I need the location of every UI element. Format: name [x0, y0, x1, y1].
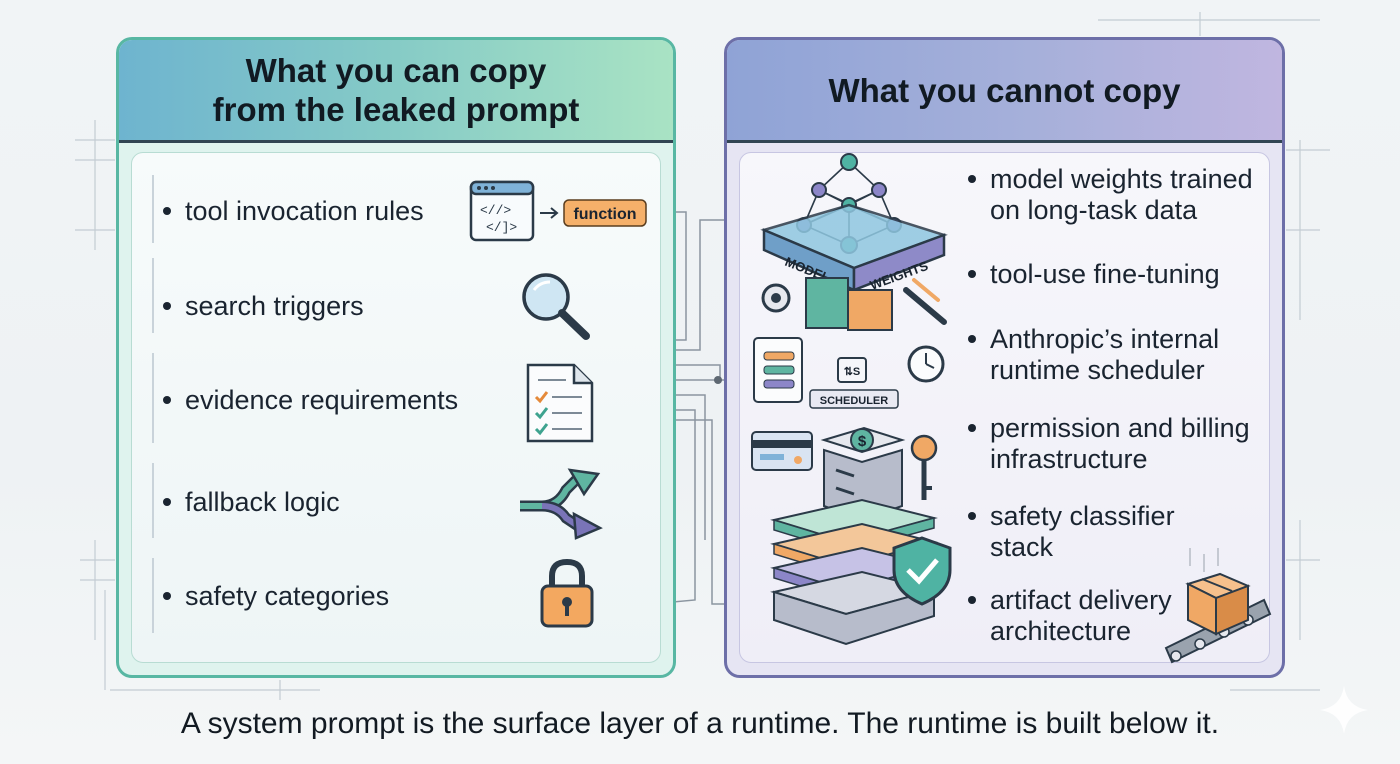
scheduler-label: SCHEDULER	[820, 395, 889, 407]
conveyor-box-icon	[1164, 548, 1272, 664]
code-window-function-icon: <//> </]> function	[469, 180, 647, 242]
can-copy-panel: What you can copy from the leaked prompt	[116, 37, 676, 678]
item-line: infrastructure	[990, 444, 1148, 474]
runtime-stack-illustration: MODEL WEIGHTS ⇅S SCHEDULER $	[751, 153, 952, 646]
code-glyph: <//>	[480, 203, 511, 218]
item-label: fallback logic	[185, 487, 340, 517]
bullet	[163, 207, 171, 215]
item-line: stack	[990, 532, 1054, 562]
bullet	[163, 302, 171, 310]
list-divider	[152, 175, 154, 243]
bullet	[968, 335, 976, 343]
bullet	[968, 270, 976, 278]
checklist-document-icon	[526, 363, 594, 443]
bullet	[968, 175, 976, 183]
list-divider	[152, 258, 154, 333]
list-item: fallback logic	[163, 487, 340, 518]
caption: A system prompt is the surface layer of …	[180, 707, 1220, 740]
item-line: artifact delivery	[990, 585, 1172, 615]
item-label: search triggers	[185, 291, 364, 321]
list-item: evidence requirements	[163, 385, 458, 416]
item-line: on long-task data	[990, 195, 1198, 225]
magnifier-icon	[522, 273, 590, 340]
item-line: permission and billing	[990, 413, 1250, 443]
can-copy-header: What you can copy from the leaked prompt	[119, 40, 673, 143]
branching-arrows-icon	[520, 468, 603, 540]
item-line: safety classifier	[990, 501, 1175, 531]
cannot-copy-header: What you cannot copy	[727, 40, 1282, 143]
sparkle-icon	[1320, 686, 1368, 734]
item-line: architecture	[990, 616, 1132, 646]
list-item: tool-use fine-tuning	[968, 259, 1220, 290]
cannot-copy-panel: What you cannot copy	[724, 37, 1285, 678]
can-copy-title-line1: What you can copy	[245, 52, 547, 89]
list-item: safety categories	[163, 581, 389, 612]
can-copy-title: What you can copy from the leaked prompt	[213, 51, 580, 129]
list-item: search triggers	[163, 291, 364, 322]
bullet	[968, 424, 976, 432]
dollar-sign: $	[858, 433, 867, 450]
item-label: tool-use fine-tuning	[990, 259, 1220, 290]
bullet	[968, 596, 976, 604]
item-label: tool invocation rules	[185, 196, 424, 226]
item-line: Anthropic’s internal	[990, 324, 1220, 354]
item-label: evidence requirements	[185, 385, 459, 415]
list-divider	[152, 558, 154, 633]
list-divider	[152, 463, 154, 538]
item-line: model weights trained	[990, 164, 1253, 194]
scheduler-glyph: ⇅S	[844, 366, 861, 378]
item-line: runtime scheduler	[990, 355, 1205, 385]
bullet	[163, 592, 171, 600]
list-divider	[152, 353, 154, 443]
code-glyph: </]>	[486, 220, 517, 235]
bullet	[163, 498, 171, 506]
bullet	[968, 512, 976, 520]
item-line: tool-use fine-tuning	[990, 259, 1220, 289]
item-label: safety categories	[185, 581, 390, 611]
padlock-icon	[540, 558, 594, 628]
can-copy-title-line2: from the leaked prompt	[212, 91, 580, 128]
bullet	[163, 396, 171, 404]
cannot-copy-title: What you cannot copy	[828, 71, 1181, 109]
function-tag: function	[573, 206, 636, 223]
list-item: tool invocation rules	[163, 196, 424, 227]
